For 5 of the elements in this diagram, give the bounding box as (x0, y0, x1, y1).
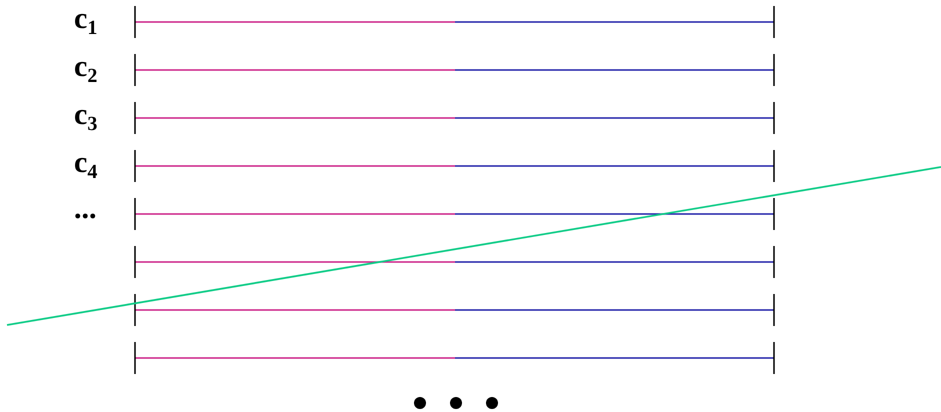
row-label: c$_{4}$ (74, 148, 98, 178)
row-label: ... (74, 194, 96, 224)
row-label: c$_{1}$ (74, 4, 98, 34)
row-label: c$_{2}$ (74, 52, 98, 82)
row-label: c$_{3}$ (74, 100, 98, 130)
